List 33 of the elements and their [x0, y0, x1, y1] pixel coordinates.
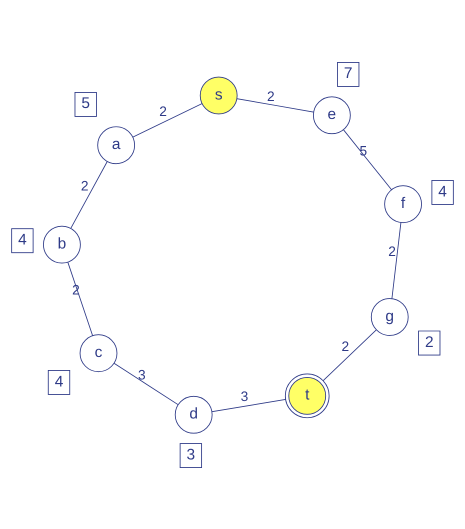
edge-label: 3	[240, 388, 248, 404]
connector	[114, 362, 178, 404]
node-circle: c	[80, 334, 118, 372]
edge-label: 2	[388, 244, 396, 259]
edge-label: 2	[159, 103, 167, 118]
node-label: 7	[344, 64, 353, 82]
node-circle: a	[97, 126, 136, 164]
node-label: 5	[81, 94, 90, 112]
edge-label: 2	[342, 338, 350, 354]
node-circle: g	[370, 298, 409, 336]
node-label: 3	[186, 446, 196, 463]
edge-label: 5	[359, 142, 368, 158]
connector	[70, 160, 108, 228]
node-label: 4	[18, 230, 27, 248]
edge-label: 2	[80, 178, 89, 193]
node-circle: f	[384, 184, 422, 223]
connector	[343, 129, 392, 190]
node-label: 4	[438, 182, 447, 200]
node-label: 4	[54, 372, 64, 390]
node-circle: s	[200, 76, 238, 114]
node-circle: b	[43, 225, 81, 264]
edge-label: 2	[266, 88, 275, 104]
connector	[391, 222, 402, 299]
connector	[212, 398, 286, 412]
edge-label: 3	[138, 366, 146, 382]
node-label: 2	[424, 333, 434, 350]
node-circle: e	[312, 96, 351, 134]
connector	[67, 261, 93, 336]
connector	[322, 329, 377, 381]
node-circle: d	[174, 395, 213, 434]
connector	[236, 98, 314, 112]
node-circle: t	[284, 373, 330, 418]
connector	[132, 102, 202, 138]
